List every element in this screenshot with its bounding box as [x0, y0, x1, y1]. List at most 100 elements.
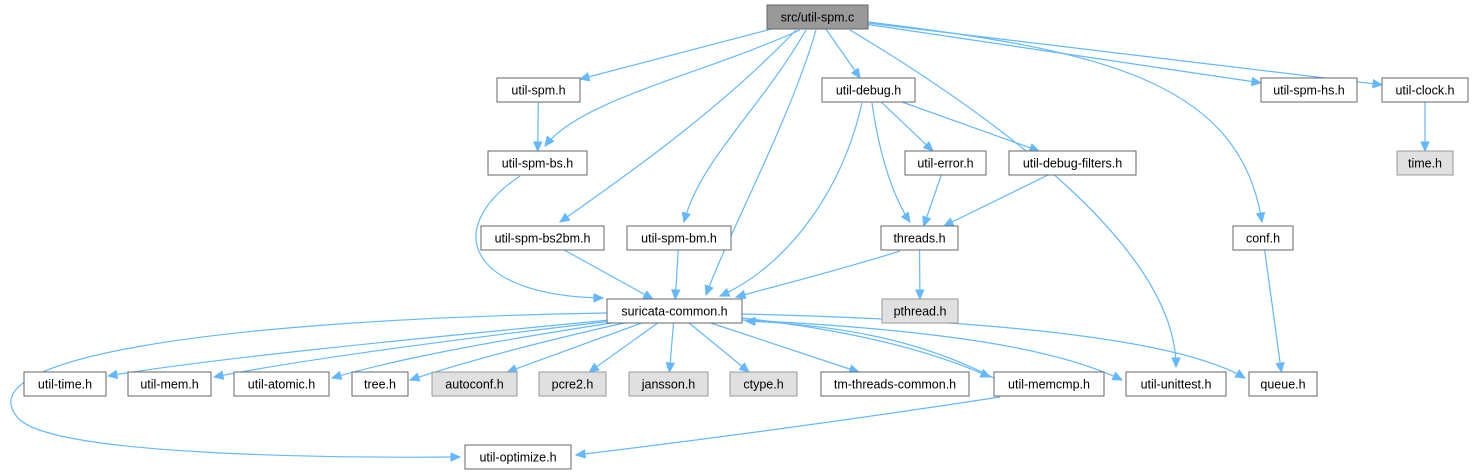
arrowhead-time — [1420, 141, 1430, 153]
edge-suricata-common-to-util-unittest — [741, 319, 1123, 381]
node-label: suricata-common.h — [621, 305, 727, 319]
node-label: util-atomic.h — [248, 378, 315, 392]
node-label: tree.h — [364, 378, 396, 392]
edge-util-spm-bs-to-suricata-common — [475, 175, 604, 299]
node-label: util-optimize.h — [479, 451, 556, 465]
node-util-atomic[interactable]: util-atomic.h — [233, 371, 330, 397]
node-label: autoconf.h — [445, 378, 503, 392]
arrowhead-pcre2 — [588, 362, 600, 373]
edge-suricata-common-to-queue — [741, 313, 1246, 379]
node-label: ctype.h — [743, 378, 783, 392]
edge-util-spm-bs2bm-to-suricata-common — [563, 249, 654, 300]
arrowhead-threads — [942, 217, 955, 227]
node-util-spm[interactable]: util-spm.h — [496, 77, 581, 103]
node-util-memcmp[interactable]: util-memcmp.h — [993, 371, 1105, 397]
node-threads[interactable]: threads.h — [880, 225, 959, 251]
node-label: util-clock.h — [1395, 84, 1454, 98]
node-box — [1396, 150, 1454, 176]
node-label: conf.h — [1246, 232, 1280, 246]
node-util-mem[interactable]: util-mem.h — [127, 371, 212, 397]
node-box — [538, 371, 607, 397]
arrowhead-suricata-common — [671, 289, 681, 301]
edge-util-debug-to-threads — [871, 102, 911, 223]
node-pthread[interactable]: pthread.h — [881, 298, 959, 324]
node-util-clock[interactable]: util-clock.h — [1381, 77, 1469, 103]
node-label: util-unittest.h — [1141, 378, 1212, 392]
node-util-spm-bm[interactable]: util-spm-bm.h — [626, 225, 732, 251]
arrowhead-util-debug — [850, 67, 861, 80]
node-time[interactable]: time.h — [1396, 150, 1454, 176]
node-util-error[interactable]: util-error.h — [904, 150, 987, 176]
arrowhead-util-optimize — [574, 449, 587, 459]
node-tm-threads-common[interactable]: tm-threads-common.h — [820, 371, 970, 397]
node-label: pthread.h — [894, 305, 947, 319]
arrowhead-pthread — [915, 289, 925, 301]
node-conf[interactable]: conf.h — [1232, 225, 1294, 251]
edge-root-to-util-spm-bs — [544, 29, 801, 147]
node-box — [904, 150, 987, 176]
node-label: threads.h — [893, 232, 945, 246]
node-util-unittest[interactable]: util-unittest.h — [1125, 371, 1227, 397]
node-label: util-debug.h — [836, 84, 901, 98]
node-util-optimize[interactable]: util-optimize.h — [464, 444, 572, 470]
edge-suricata-common-to-util-optimize — [10, 312, 608, 458]
node-box — [233, 371, 330, 397]
node-box — [1008, 150, 1137, 176]
node-box — [821, 77, 916, 103]
arrowhead-jansson — [665, 362, 676, 374]
node-label: time.h — [1408, 157, 1442, 171]
node-util-spm-bs2bm[interactable]: util-spm-bs2bm.h — [480, 225, 605, 251]
node-suricata-common[interactable]: suricata-common.h — [606, 298, 743, 324]
node-box — [23, 371, 107, 397]
arrowhead-suricata-common — [704, 284, 714, 297]
edge-suricata-common-to-util-atomic — [331, 321, 619, 379]
node-label: util-time.h — [38, 378, 92, 392]
node-box — [606, 298, 743, 324]
edge-root-to-util-clock — [867, 22, 1383, 86]
arrowhead-util-spm-bm — [681, 211, 691, 224]
edge-util-debug-to-util-debug-filters — [901, 101, 1040, 152]
edge-root-to-util-spm-hs — [867, 23, 1262, 84]
arrowhead-util-spm-bs2bm — [558, 212, 571, 223]
arrowhead-util-time — [106, 369, 119, 380]
edge-root-to-util-unittest — [849, 29, 1177, 368]
edge-util-memcmp-to-suricata-common — [745, 320, 995, 379]
edge-suricata-common-to-util-time — [107, 319, 611, 377]
arrowhead-suricata-common — [642, 290, 654, 300]
arrowhead-util-clock — [1371, 78, 1384, 89]
node-box — [464, 444, 572, 470]
arrowhead-util-mem — [212, 370, 225, 380]
edge-suricata-common-to-ctype — [688, 322, 750, 373]
node-jansson[interactable]: jansson.h — [628, 371, 709, 397]
node-label: util-mem.h — [140, 378, 198, 392]
node-label: util-spm-bs.h — [502, 157, 574, 171]
edge-threads-to-suricata-common — [735, 250, 901, 298]
node-box — [628, 371, 709, 397]
node-util-debug-filters[interactable]: util-debug-filters.h — [1008, 150, 1137, 176]
node-box — [1125, 371, 1227, 397]
node-box — [880, 225, 959, 251]
node-box — [820, 371, 970, 397]
node-tree[interactable]: tree.h — [351, 371, 409, 397]
node-pcre2[interactable]: pcre2.h — [538, 371, 607, 397]
node-label: util-spm-bs2bm.h — [495, 232, 591, 246]
node-box — [766, 4, 869, 30]
edge-root-to-util-spm — [579, 28, 772, 80]
node-label: tm-threads-common.h — [834, 378, 956, 392]
node-util-spm-bs[interactable]: util-spm-bs.h — [487, 150, 588, 176]
node-util-spm-hs[interactable]: util-spm-hs.h — [1260, 77, 1358, 103]
node-queue[interactable]: queue.h — [1248, 371, 1318, 397]
arrowhead-util-optimize — [450, 452, 462, 462]
node-ctype[interactable]: ctype.h — [729, 371, 798, 397]
arrowhead-conf — [1255, 211, 1266, 224]
edge-suricata-common-to-autoconf — [507, 322, 642, 373]
node-box — [626, 225, 732, 251]
node-box — [1381, 77, 1469, 103]
node-util-time[interactable]: util-time.h — [23, 371, 107, 397]
edge-root-to-util-spm-bm — [683, 29, 807, 223]
node-util-debug[interactable]: util-debug.h — [821, 77, 916, 103]
node-autoconf[interactable]: autoconf.h — [431, 371, 518, 397]
edge-suricata-common-to-tm-threads-common — [710, 322, 859, 373]
node-label: src/util-spm.c — [781, 11, 855, 25]
